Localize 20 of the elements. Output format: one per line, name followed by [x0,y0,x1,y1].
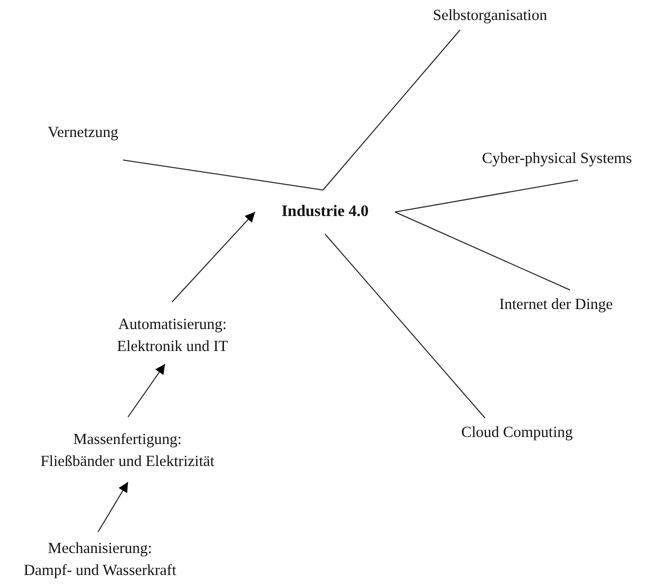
node-label: Dampf- und Wasserkraft [24,561,176,581]
node-label: Elektronik und IT [116,337,228,357]
node-label: Vernetzung [48,123,118,143]
node-label: Massenfertigung: [73,430,182,450]
node-label: Cyber-physical Systems [482,149,632,169]
connector-line [322,30,460,190]
node-label: Internet der Dinge [499,295,613,315]
arrow [128,364,166,418]
node-label: Selbstorganisation [432,6,548,26]
connector-line [324,234,486,418]
node-label: Automatisierung: [118,315,227,335]
central-node-label: Industrie 4.0 [281,202,369,222]
arrow [98,482,128,532]
connector-line [394,212,570,290]
node-label: Fließbänder und Elektrizität [40,452,214,472]
connector-line [394,180,578,212]
arrow [172,212,256,302]
connector-line [122,160,324,190]
node-label: Mechanisierung: [48,539,152,559]
node-label: Cloud Computing [461,423,573,443]
